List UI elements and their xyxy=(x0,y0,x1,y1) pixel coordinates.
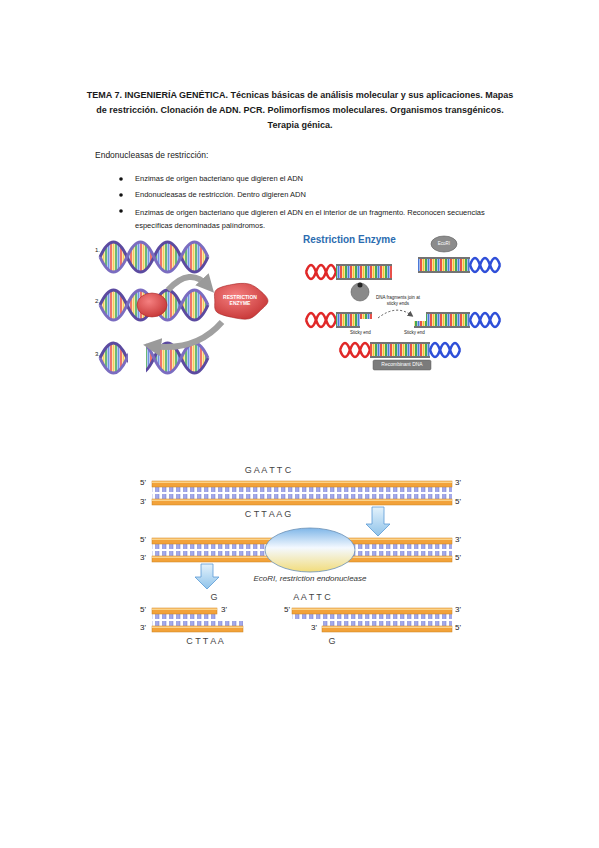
bullet-text: Endonucleasas de restricción. Dentro dig… xyxy=(135,190,485,199)
product-tag: Recombinant DNA xyxy=(373,360,431,370)
strand-end: 5' xyxy=(455,553,461,563)
enzyme-blob: EcoRI xyxy=(431,236,457,252)
bullet-text: Enzimas de origen bacteriano que digiere… xyxy=(135,174,485,183)
base-sequence: G xyxy=(210,592,217,603)
dna-helix-figure xyxy=(100,242,222,373)
strand-end: 3' xyxy=(455,478,461,488)
section-heading: Endonucleasas de restricción: xyxy=(95,150,208,161)
base-sequence: C T T A A xyxy=(186,636,223,647)
strand-end: 3' xyxy=(311,623,317,633)
strand-end: 5' xyxy=(455,623,461,633)
enzyme-blob: RESTRICTION ENZYME xyxy=(212,283,268,319)
strand-end: 3' xyxy=(455,605,461,615)
figure-step-number: 3. xyxy=(95,351,100,359)
rect-shape xyxy=(373,360,431,370)
strand-end: 3' xyxy=(140,623,146,633)
strand-end: 5' xyxy=(140,478,146,488)
node-body: EcoRI xyxy=(431,236,457,252)
base-sequence: G A A T T C xyxy=(245,465,291,476)
figure-title: Restriction Enzyme xyxy=(303,234,396,247)
node-text: EcoRI xyxy=(436,241,452,246)
strand-end: 3' xyxy=(455,535,461,545)
sticky-end-figure xyxy=(306,258,500,357)
base-sequence: A A T T C xyxy=(293,592,330,603)
strand-end: 5' xyxy=(140,605,146,615)
figure-step-number: 1. xyxy=(95,247,100,255)
strand-end: 5' xyxy=(284,605,290,615)
bullet-text: Enzimas de origen bacteriano que digiere… xyxy=(135,206,485,232)
strand-end: 3' xyxy=(140,497,146,507)
figure-step-number: 2. xyxy=(95,298,100,306)
strand-end: 5' xyxy=(455,497,461,507)
document-title: TEMA 7. INGENIERÍA GENÉTICA. Técnicas bá… xyxy=(85,88,515,133)
ellipse-shape xyxy=(431,236,457,252)
bullet-dots xyxy=(119,177,123,213)
node-text: Recombinant DNA xyxy=(379,362,424,368)
node-body: RESTRICTION ENZYME xyxy=(212,283,268,319)
base-sequence: G xyxy=(328,636,335,647)
strand-end: 3' xyxy=(140,553,146,563)
strand-end: 3' xyxy=(221,605,227,615)
node-text: RESTRICTION ENZYME xyxy=(212,295,268,307)
strand-end: 5' xyxy=(140,535,146,545)
node-body: Recombinant DNA xyxy=(373,360,431,370)
enzyme-caption: EcoRI, restriction endonuclease xyxy=(254,574,367,584)
ecori-cut-figure xyxy=(152,481,452,632)
base-sequence: C T T A A G xyxy=(245,509,291,520)
annotation: Sticky end xyxy=(404,330,425,336)
annotation: DNA fragments join at sticky ends xyxy=(375,295,421,306)
annotation: Sticky end xyxy=(350,330,371,336)
